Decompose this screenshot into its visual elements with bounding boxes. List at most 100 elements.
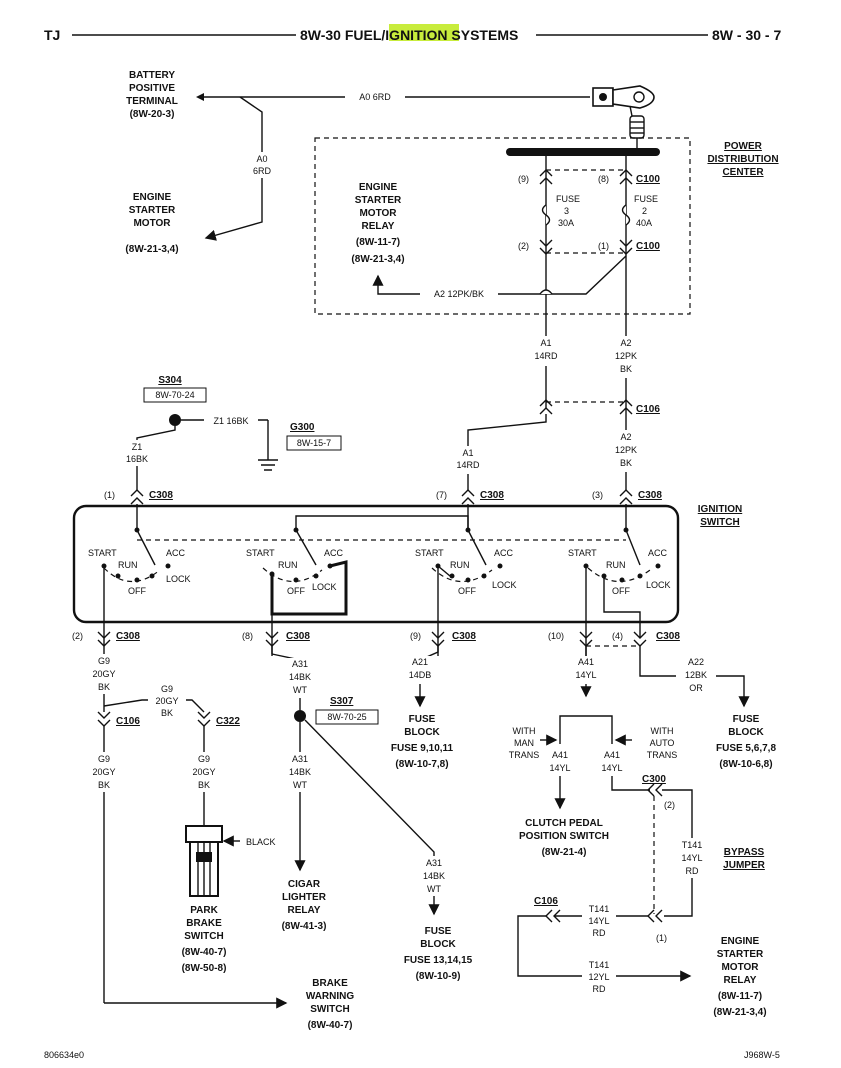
svg-text:RELAY: RELAY [288, 905, 321, 916]
svg-text:A41: A41 [578, 657, 594, 667]
svg-text:OFF: OFF [612, 586, 630, 596]
svg-text:8W-70-24: 8W-70-24 [155, 390, 194, 400]
svg-text:A1: A1 [540, 338, 551, 348]
svg-text:T141: T141 [682, 840, 703, 850]
svg-text:PARK: PARK [190, 905, 218, 916]
connector-c100-9 [539, 169, 553, 185]
svg-text:C308: C308 [286, 631, 310, 642]
ignition-deck-2-jumper [270, 560, 348, 616]
svg-text:(1): (1) [656, 933, 667, 943]
svg-text:ACC: ACC [494, 548, 514, 558]
svg-text:FUSE: FUSE [556, 194, 580, 204]
pdc-label: POWER DISTRIBUTION CENTER [707, 141, 778, 178]
svg-text:LIGHTER: LIGHTER [282, 892, 327, 903]
svg-text:(8W-11-7): (8W-11-7) [718, 991, 762, 1002]
svg-text:G9: G9 [98, 656, 110, 666]
svg-text:A31: A31 [292, 754, 308, 764]
svg-text:SWITCH: SWITCH [184, 931, 223, 942]
svg-text:(9): (9) [410, 631, 421, 641]
svg-text:(8W-10-6,8): (8W-10-6,8) [719, 759, 772, 770]
svg-text:FUSE: FUSE [425, 926, 452, 937]
svg-text:C308: C308 [638, 490, 662, 501]
svg-text:C308: C308 [452, 631, 476, 642]
trans-selector [559, 715, 613, 724]
svg-text:(8W-21-4): (8W-21-4) [542, 847, 587, 858]
svg-text:POSITIVE: POSITIVE [129, 83, 175, 94]
svg-text:6RD: 6RD [253, 166, 272, 176]
svg-text:BK: BK [98, 682, 110, 692]
svg-text:START: START [568, 548, 597, 558]
svg-text:14YL: 14YL [549, 763, 570, 773]
wire-a1-ign [467, 414, 547, 448]
svg-text:(10): (10) [548, 631, 564, 641]
svg-text:T141: T141 [589, 960, 610, 970]
svg-text:A22: A22 [688, 657, 704, 667]
svg-text:A2 12PK/BK: A2 12PK/BK [434, 289, 484, 299]
svg-text:(8W-10-7,8): (8W-10-7,8) [395, 759, 448, 770]
svg-text:WT: WT [293, 780, 307, 790]
svg-text:POSITION SWITCH: POSITION SWITCH [519, 831, 609, 842]
svg-text:ENGINE: ENGINE [133, 192, 172, 203]
svg-text:A21: A21 [412, 657, 428, 667]
svg-text:WT: WT [293, 685, 307, 695]
header-highlight [389, 24, 459, 41]
svg-text:STARTER: STARTER [129, 205, 176, 216]
connector-c106-a1 [539, 399, 553, 415]
svg-text:3: 3 [564, 206, 569, 216]
svg-text:POWER: POWER [724, 141, 763, 152]
svg-text:G9: G9 [98, 754, 110, 764]
svg-text:A2: A2 [620, 338, 631, 348]
svg-text:SWITCH: SWITCH [310, 1004, 349, 1015]
svg-text:RUN: RUN [450, 560, 470, 570]
svg-text:WT: WT [427, 884, 441, 894]
svg-text:A1: A1 [462, 448, 473, 458]
svg-text:20GY: 20GY [192, 767, 215, 777]
connector-c300-1 [647, 909, 663, 923]
svg-text:OR: OR [689, 683, 703, 693]
svg-text:C308: C308 [116, 631, 140, 642]
svg-text:JUMPER: JUMPER [723, 860, 765, 871]
svg-text:WARNING: WARNING [306, 991, 355, 1002]
svg-text:(2): (2) [72, 631, 83, 641]
svg-text:(8W-11-7): (8W-11-7) [356, 237, 400, 248]
wire-a0-label: A0 6RD [359, 92, 391, 102]
svg-text:WITH: WITH [651, 726, 674, 736]
brake-warning-label: BRAKE WARNING SWITCH (8W-40-7) [306, 978, 355, 1031]
svg-text:OFF: OFF [128, 586, 146, 596]
fuse-block-a-label: FUSE BLOCK FUSE 9,10,11 (8W-10-7,8) [391, 714, 454, 770]
svg-text:A41: A41 [604, 750, 620, 760]
battery-clamp-icon [592, 85, 655, 148]
svg-text:30A: 30A [558, 218, 574, 228]
svg-text:TERMINAL: TERMINAL [126, 96, 178, 107]
svg-text:FUSE 5,6,7,8: FUSE 5,6,7,8 [716, 743, 776, 754]
svg-text:CLUTCH PEDAL: CLUTCH PEDAL [525, 818, 603, 829]
splice-s304-dot [169, 414, 181, 426]
svg-text:SWITCH: SWITCH [700, 517, 739, 528]
svg-text:BRAKE: BRAKE [186, 918, 222, 929]
connector-c100-8 [619, 169, 633, 185]
svg-text:(8W-21-3,4): (8W-21-3,4) [351, 254, 404, 265]
svg-text:MOTOR: MOTOR [133, 218, 171, 229]
park-brake-color: BLACK [246, 837, 276, 847]
svg-text:(3): (3) [592, 490, 603, 500]
footer-right: J968W-5 [744, 1050, 780, 1060]
fuse-block-c-label: FUSE BLOCK FUSE 13,14,15 (8W-10-9) [404, 926, 473, 982]
connector-c308-7 [461, 489, 475, 505]
svg-text:A41: A41 [552, 750, 568, 760]
svg-text:(8W-20-3): (8W-20-3) [130, 109, 175, 120]
svg-text:12YL: 12YL [588, 972, 609, 982]
splice-s304-label: S304 [158, 375, 182, 386]
svg-text:BK: BK [620, 458, 632, 468]
svg-text:RD: RD [593, 928, 606, 938]
svg-text:A31: A31 [292, 659, 308, 669]
ignition-bus [295, 515, 469, 530]
splice-s307-dot [294, 710, 306, 722]
trans-man-label: WITH MAN TRANS [509, 726, 540, 760]
svg-text:BK: BK [98, 780, 110, 790]
svg-text:G9: G9 [198, 754, 210, 764]
svg-text:40A: 40A [636, 218, 652, 228]
svg-text:ACC: ACC [166, 548, 186, 558]
svg-text:(1): (1) [104, 490, 115, 500]
page-header: TJ 8W-30 FUEL/IGNITION SYSTEMS 8W - 30 -… [44, 24, 781, 43]
relay-top-label: ENGINE STARTER MOTOR RELAY (8W-11-7) (8W… [351, 182, 404, 265]
